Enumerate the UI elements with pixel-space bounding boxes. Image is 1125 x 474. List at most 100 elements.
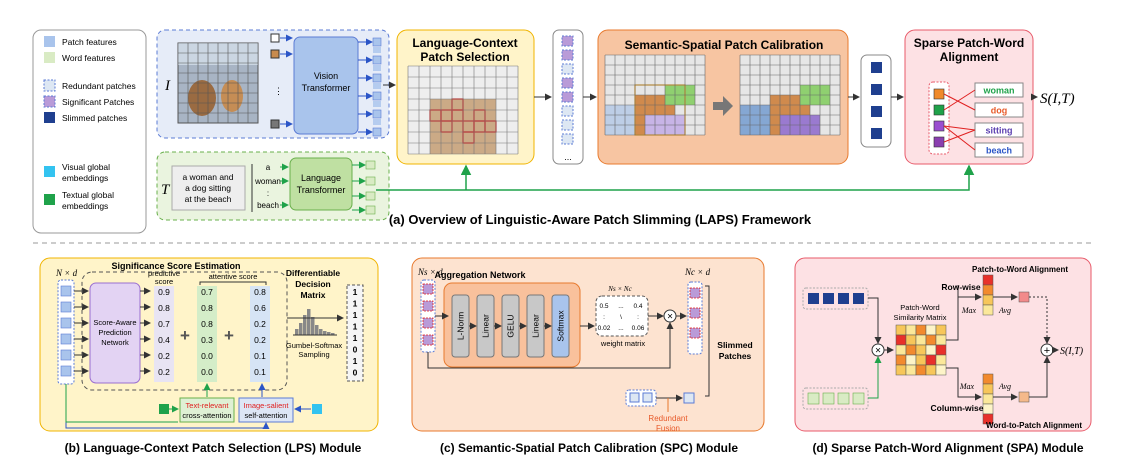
- legend-swatch: [44, 166, 55, 177]
- legend-label: Word features: [62, 53, 115, 63]
- word-feature: [365, 191, 376, 201]
- word-feature: [365, 160, 376, 170]
- slimmed-token-column: [860, 54, 892, 148]
- spa-title-2: Alignment: [940, 50, 999, 64]
- text-feature-line: [376, 164, 975, 191]
- decision-matrix-title: Matrix: [300, 290, 325, 300]
- patch-feature: [372, 55, 382, 65]
- plus-icon: +: [180, 326, 190, 345]
- aligned-word: dog: [991, 106, 1008, 116]
- word-feature: [822, 392, 835, 405]
- similarity-cell: [895, 334, 907, 346]
- word-token: beach: [257, 201, 279, 210]
- decision-value: 0: [353, 345, 358, 355]
- decision-matrix: [346, 284, 364, 382]
- slimmed-patch-token: [871, 84, 882, 95]
- ellipsis: ⋮: [274, 86, 283, 96]
- similarity-cell: [915, 354, 927, 366]
- similarity-cell: [925, 364, 937, 376]
- spa-module-caption: (d) Sparse Patch-Word Alignment (SPA) Mo…: [812, 441, 1083, 455]
- layer-label: GELU: [506, 314, 516, 337]
- similarity-cell: [935, 354, 947, 366]
- spc-dim-out: Nc × d: [684, 267, 711, 277]
- avg-label: Avg: [998, 306, 1011, 315]
- similarity-cell: [895, 364, 907, 376]
- patch-thumb: [270, 33, 280, 43]
- spc-title: Semantic-Spatial Patch Calibration: [625, 38, 824, 52]
- legend-swatch: [43, 95, 56, 108]
- patch-feature: [372, 127, 382, 137]
- weight-value: :: [637, 314, 639, 321]
- row-max-cell: [982, 304, 994, 316]
- col-avg-cell: [1018, 391, 1030, 403]
- patch-thumb: [270, 49, 280, 59]
- slimmed-patch-token: [871, 128, 882, 139]
- similarity-cell: [935, 344, 947, 356]
- legend-label: Patch features: [62, 37, 117, 47]
- col-max-cell: [982, 403, 994, 415]
- row-max-cell: [982, 294, 994, 306]
- patch-feature: [373, 101, 381, 107]
- decision-value: 1: [353, 322, 358, 332]
- patch-feature: [372, 109, 382, 119]
- patch-stack: [928, 81, 950, 155]
- vision-transformer-block: [293, 36, 359, 135]
- significant-patch-token: [561, 91, 574, 103]
- language-transformer-label-2: Transformer: [297, 185, 346, 195]
- legend-label: Significant Patches: [62, 97, 134, 107]
- redundant-patch-token: [561, 133, 574, 145]
- legend-swatch: [44, 112, 55, 123]
- patch-feature: [373, 83, 381, 89]
- row-path: [946, 285, 959, 341]
- slimmed-patch-token: [853, 293, 864, 304]
- weight-value: 0.4: [633, 303, 642, 310]
- add-icon-glyph: +: [1044, 345, 1050, 357]
- max-label: Max: [961, 306, 977, 315]
- legend-swatch: [44, 194, 55, 205]
- attentive-score-column: [250, 286, 270, 382]
- patch-feature: [60, 349, 72, 361]
- significant-patch-token: [561, 35, 574, 47]
- row-wise-label: Row-wise: [941, 282, 980, 292]
- similarity-cell: [905, 344, 917, 356]
- caption-line: a dog sitting: [185, 183, 231, 193]
- attentive-score-value: 0.6: [254, 303, 266, 313]
- attentive-score-value: 0.8: [201, 303, 213, 313]
- slimmed-patch-token: [871, 62, 882, 73]
- attentive-score-value: 0.1: [254, 351, 266, 361]
- similarity-cell: [915, 344, 927, 356]
- col-max-cell: [982, 413, 994, 425]
- histogram-bar: [319, 329, 323, 335]
- fusion-label: Fusion: [656, 424, 680, 433]
- attentive-bracket: [199, 281, 267, 285]
- layer-label: L-Norm: [456, 312, 466, 340]
- vision-token-arrows: ⋮: [270, 33, 382, 137]
- alignment-line: [943, 129, 976, 143]
- text-attention-box: [179, 397, 235, 423]
- patch-feature: [60, 317, 72, 329]
- decision-value: 1: [353, 356, 358, 366]
- alignment-line: [943, 125, 976, 151]
- legend-swatch: [44, 36, 55, 47]
- patch-feature: [373, 119, 381, 125]
- similarity-cell: [915, 334, 927, 346]
- patch-thumb: [270, 119, 280, 129]
- slimmed-patch-token: [871, 106, 882, 117]
- weight-label: weight matrix: [600, 339, 645, 348]
- slimmed-label: Slimmed: [717, 340, 752, 350]
- textual-global-embedding: [159, 404, 169, 414]
- aligned-patch: [933, 104, 945, 116]
- col-max-cell: [982, 373, 994, 385]
- calibrated-patch-token: [689, 287, 701, 299]
- legend-label: Visual global: [62, 162, 110, 172]
- score-estimation-title: Significance Score Estimation: [111, 261, 240, 271]
- similarity-cell: [895, 324, 907, 336]
- predictive-score-value: 0.2: [158, 367, 170, 377]
- predictive-score-value: 0.2: [158, 351, 170, 361]
- predictive-score-value: 0.8: [158, 303, 170, 313]
- lps-dim: N × d: [55, 268, 78, 278]
- weight-value: ...: [618, 325, 624, 332]
